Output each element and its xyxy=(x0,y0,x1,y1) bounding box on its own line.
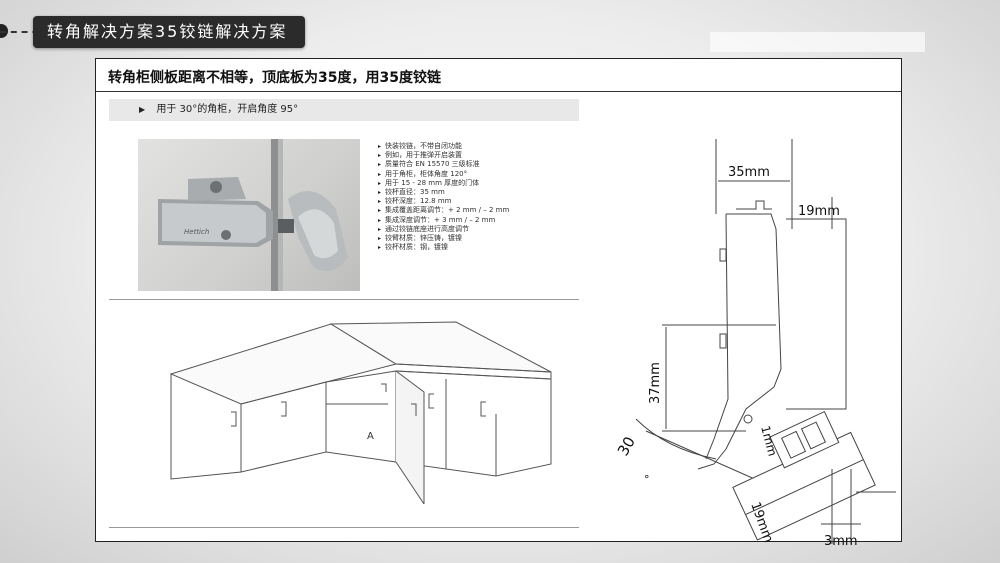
dim-1mm: 1mm xyxy=(758,424,780,458)
spec-item: 例如，用于推弹开启装置 xyxy=(378,151,509,160)
section-title-tab: 转角解决方案35铰链解决方案 xyxy=(33,16,305,48)
hinge-technical-drawing: 35mm 19mm 37mm 1mm 30 ° 19mm 3mm xyxy=(614,139,896,549)
dashed-connector xyxy=(0,31,60,33)
dim-angle-unit: ° xyxy=(644,473,650,486)
section-divider xyxy=(109,299,579,300)
section-title: 转角解决方案35铰链解决方案 xyxy=(47,22,288,41)
spec-item: 用于角柜，柜体角度 120° xyxy=(378,170,509,179)
spec-item: 质量符合 EN 15570 三级标准 xyxy=(378,160,509,169)
spec-item: 集成覆盖距离调节：+ 2 mm / – 2 mm xyxy=(378,206,509,215)
spec-item: 铰臂材质：锌压铸，镀镍 xyxy=(378,234,509,243)
photo-brand-label: Hettich xyxy=(184,228,209,236)
spec-item: 集成深度调节：+ 3 mm / – 2 mm xyxy=(378,216,509,225)
spec-item: 铰杯材质：钢，镀镍 xyxy=(378,243,509,252)
spec-list: 快装铰链，不带自闭功能 例如，用于推弹开启装置 质量符合 EN 15570 三级… xyxy=(378,142,509,252)
subtitle-bar: ▶ 用于 30°的角柜，开启角度 95° xyxy=(109,99,579,121)
content-panel: 转角柜侧板距离不相等，顶底板为35度，用35度铰链 ▶ 用于 30°的角柜，开启… xyxy=(95,58,902,549)
cabinet-marker-label: A xyxy=(367,431,374,442)
bottom-divider xyxy=(109,527,579,528)
header-placeholder xyxy=(710,32,925,52)
subtitle-text: 用于 30°的角柜，开启角度 95° xyxy=(156,104,299,115)
spec-item: 铰杯深度：12.8 mm xyxy=(378,197,509,206)
spec-item: 铰杯直径：35 mm xyxy=(378,188,509,197)
hinge-photo: Hettich xyxy=(138,139,360,291)
spec-item: 通过铰链底座进行高度调节 xyxy=(378,225,509,234)
hinge-illustration: Hettich xyxy=(158,139,348,291)
title-divider xyxy=(96,91,901,92)
panel-title: 转角柜侧板距离不相等，顶底板为35度，用35度铰链 xyxy=(108,70,441,86)
dim-3mm: 3mm xyxy=(824,534,858,549)
dim-angle-30: 30 xyxy=(614,433,639,459)
triangle-bullet-icon: ▶ xyxy=(139,105,146,114)
spec-item: 快装铰链，不带自闭功能 xyxy=(378,142,509,151)
spec-item: 用于 15 - 28 mm 厚度的门体 xyxy=(378,179,509,188)
dim-35mm: 35mm xyxy=(728,165,770,180)
dim-19mm-top: 19mm xyxy=(798,204,840,219)
corner-cabinet-diagram: A xyxy=(169,321,552,504)
dim-37mm: 37mm xyxy=(648,362,663,404)
